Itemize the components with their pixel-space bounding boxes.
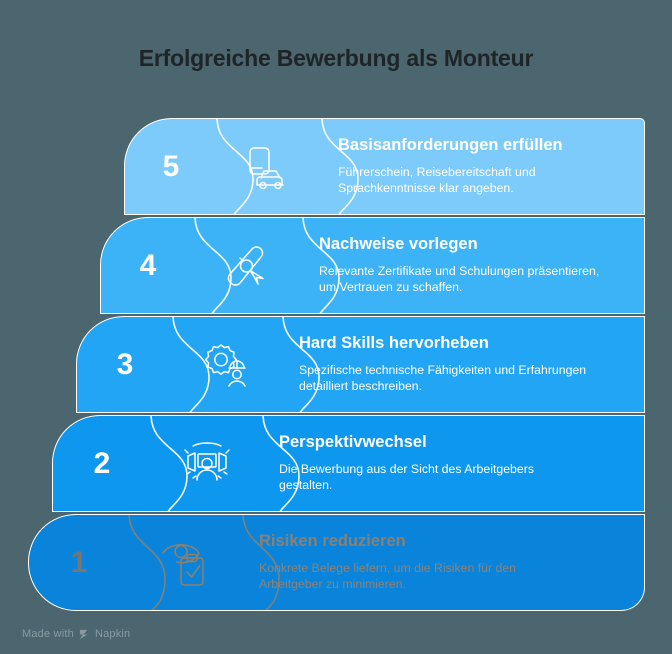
drivers-license-and-car-icon bbox=[248, 146, 284, 189]
step-1-number: 1 bbox=[70, 545, 88, 579]
pyramid-step-5[interactable]: 5 Basisanforderungen erfüllen Führersche… bbox=[124, 118, 645, 215]
step-5-number: 5 bbox=[162, 149, 180, 183]
step-2-icon-zone bbox=[151, 416, 263, 511]
step-4-number: 4 bbox=[139, 248, 157, 282]
pyramid-step-1[interactable]: 1 Risiken reduzieren Konkrete Belege lie… bbox=[28, 514, 645, 611]
diploma-scroll-icon bbox=[227, 245, 264, 286]
pyramid-chart: 5 Basisanforderungen erfüllen Führersche… bbox=[0, 118, 672, 611]
person-between-mirrors-icon bbox=[184, 441, 230, 481]
watermark-brand: Napkin bbox=[94, 628, 131, 640]
step-4-text-zone: Nachweise vorlegen Relevante Zertifikate… bbox=[319, 218, 644, 313]
step-4-number-zone: 4 bbox=[101, 218, 195, 313]
gear-and-worker-icon bbox=[204, 343, 246, 387]
step-5-description: Führerschein, Reisebereitschaft und Spra… bbox=[338, 164, 536, 196]
step-4-description: Relevante Zertifikate und Schulungen prä… bbox=[319, 263, 600, 295]
step-3-number: 3 bbox=[116, 347, 134, 381]
step-2-text-zone: Perspektivwechsel Die Bewerbung aus der … bbox=[279, 416, 644, 511]
step-2-title: Perspektivwechsel bbox=[279, 432, 427, 451]
step-3-title: Hard Skills hervorheben bbox=[299, 333, 489, 352]
watermark: Made with Napkin bbox=[22, 628, 130, 640]
step-2-number: 2 bbox=[93, 446, 111, 480]
pyramid-step-4[interactable]: 4 Nachweise vorlegen Relevante Zertifika… bbox=[100, 217, 645, 314]
eye-and-clipboard-check-icon bbox=[162, 543, 204, 586]
step-1-description: Konkrete Belege liefern, um die Risiken … bbox=[259, 560, 517, 592]
step-3-description: Spezifische technische Fähigkeiten und E… bbox=[299, 362, 587, 394]
pyramid-step-3[interactable]: 3 Hard Skills hervorheben Spezifische te… bbox=[76, 316, 645, 413]
step-5-number-zone: 5 bbox=[125, 119, 217, 214]
step-3-icon-zone bbox=[173, 317, 283, 412]
step-5-icon-zone bbox=[217, 119, 322, 214]
step-2-description: Die Bewerbung aus der Sicht des Arbeitge… bbox=[279, 461, 534, 493]
step-1-number-zone: 1 bbox=[29, 515, 129, 610]
watermark-prefix: Made with bbox=[22, 628, 74, 640]
napkin-logo-icon bbox=[79, 629, 90, 640]
step-1-icon-zone bbox=[129, 515, 243, 610]
pyramid-step-2[interactable]: 2 Perspektivwechsel Die Bewerbung aus de… bbox=[52, 415, 645, 512]
step-2-number-zone: 2 bbox=[53, 416, 151, 511]
step-4-title: Nachweise vorlegen bbox=[319, 234, 478, 253]
step-5-title: Basisanforderungen erfüllen bbox=[338, 135, 563, 154]
step-1-title: Risiken reduzieren bbox=[259, 531, 406, 550]
step-1-text-zone: Risiken reduzieren Konkrete Belege liefe… bbox=[259, 515, 644, 610]
step-4-icon-zone bbox=[195, 218, 303, 313]
step-3-text-zone: Hard Skills hervorheben Spezifische tech… bbox=[299, 317, 644, 412]
page-title: Erfolgreiche Bewerbung als Monteur bbox=[138, 45, 534, 71]
step-3-number-zone: 3 bbox=[77, 317, 173, 412]
step-5-text-zone: Basisanforderungen erfüllen Führerschein… bbox=[338, 119, 644, 214]
